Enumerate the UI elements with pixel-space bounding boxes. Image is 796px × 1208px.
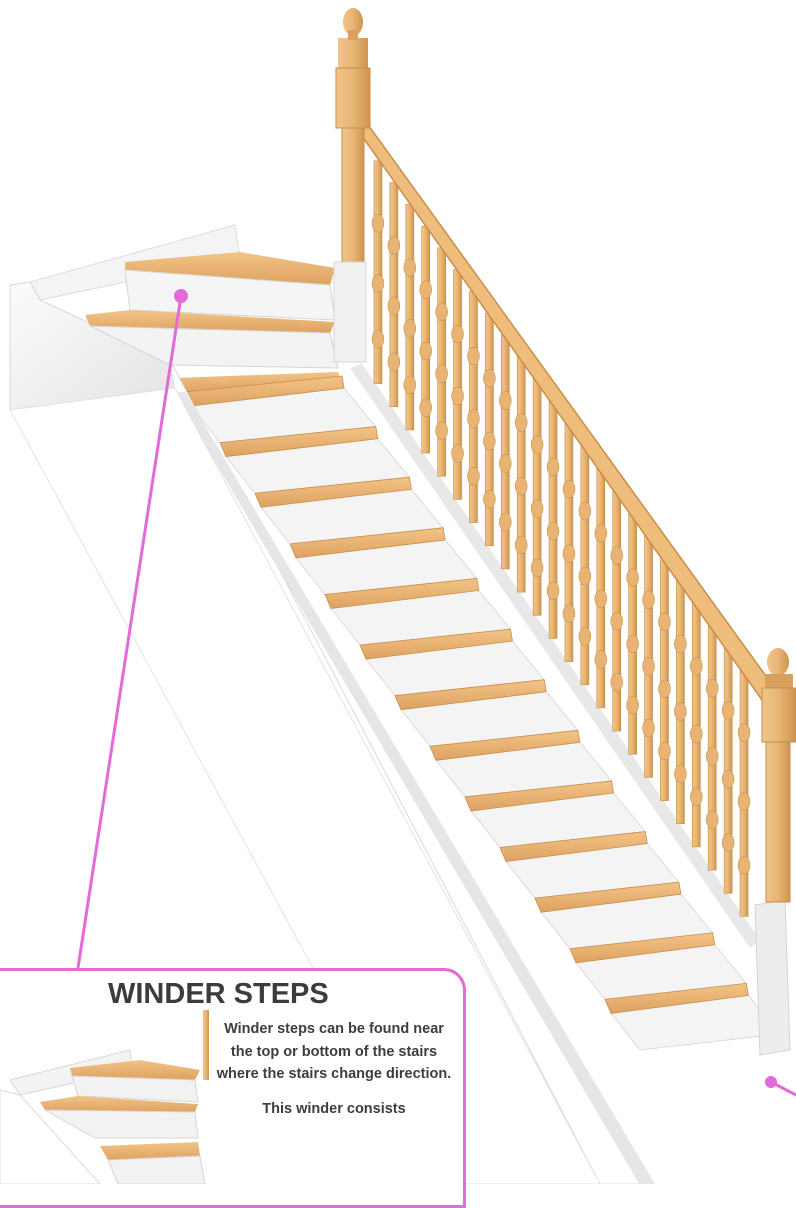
baluster bbox=[690, 596, 702, 847]
baluster bbox=[563, 422, 575, 662]
newel-post-icon bbox=[203, 1010, 209, 1080]
callout-title: WINDER STEPS bbox=[108, 978, 329, 1011]
baluster bbox=[722, 639, 734, 893]
baluster bbox=[531, 378, 543, 615]
newel-post-bottom bbox=[762, 648, 796, 902]
baluster bbox=[611, 487, 623, 731]
pointer-dot-icon bbox=[174, 289, 188, 303]
callout-body: Winder steps can be found near the top o… bbox=[214, 1018, 454, 1132]
callout-paragraph: Winder steps can be found near the top o… bbox=[214, 1018, 454, 1086]
baluster bbox=[547, 400, 559, 638]
baluster bbox=[515, 357, 527, 592]
baluster bbox=[467, 291, 479, 522]
baluster bbox=[658, 552, 670, 800]
baluster bbox=[643, 531, 655, 778]
baluster bbox=[674, 574, 686, 824]
callout-paragraph-continued: This winder consists bbox=[214, 1098, 454, 1121]
baluster bbox=[706, 618, 718, 870]
baluster bbox=[388, 183, 400, 407]
baluster bbox=[738, 661, 750, 916]
baluster bbox=[404, 204, 416, 430]
newel-post-top bbox=[334, 8, 370, 362]
baluster bbox=[420, 226, 432, 453]
baluster bbox=[372, 161, 384, 384]
baluster bbox=[483, 313, 495, 546]
pointer-dot-icon bbox=[765, 1076, 777, 1088]
baluster bbox=[595, 465, 607, 708]
baluster bbox=[499, 335, 511, 569]
baluster bbox=[579, 444, 591, 685]
baluster bbox=[452, 270, 464, 500]
winder-thumbnail bbox=[0, 1010, 215, 1184]
baluster bbox=[627, 509, 639, 754]
baluster bbox=[436, 248, 448, 476]
